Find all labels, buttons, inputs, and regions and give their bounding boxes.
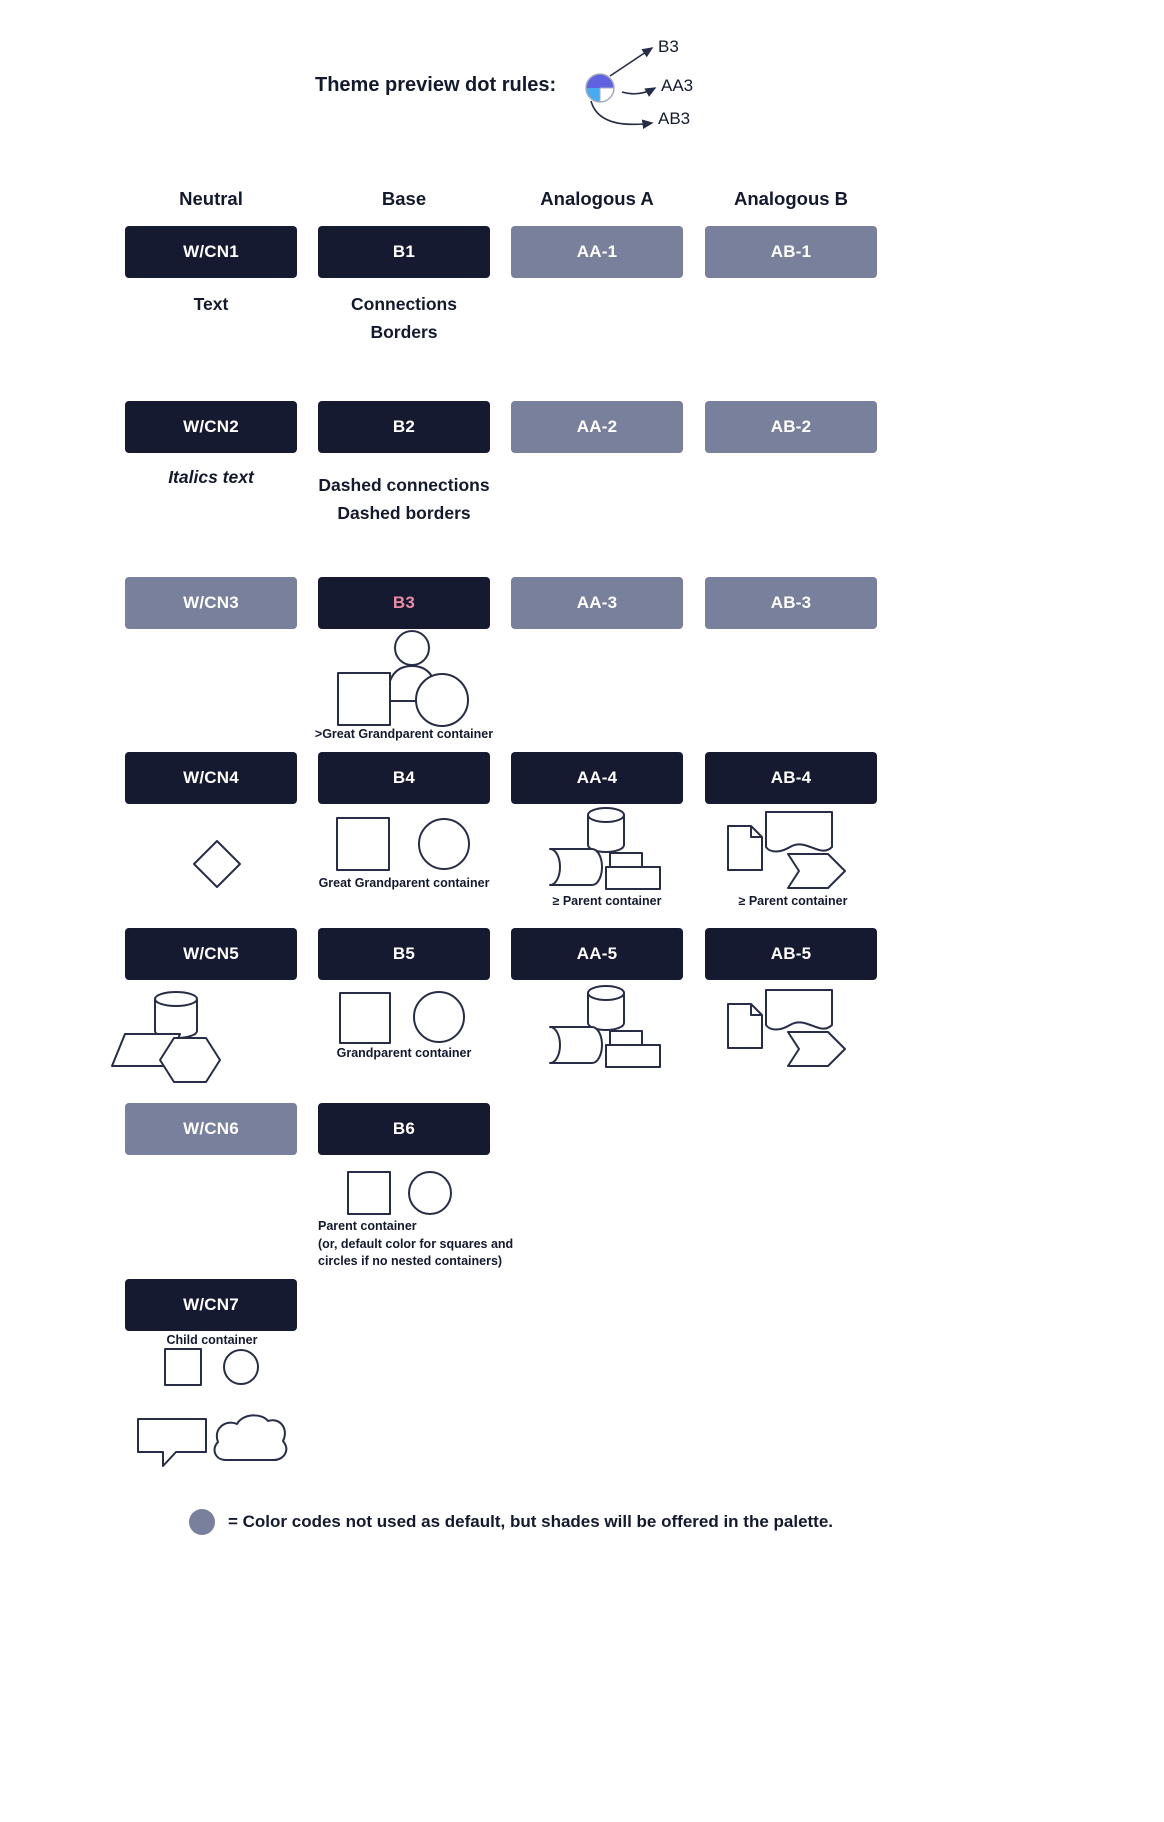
wcn7-shape-group-1	[164, 1348, 259, 1386]
column-header-base: Base	[381, 188, 427, 209]
page-title: Theme preview dot rules:	[315, 74, 557, 96]
cylinder-rim	[587, 992, 625, 1001]
cylinder-shape	[587, 807, 625, 853]
caption-wcn1: Text	[193, 294, 229, 314]
note-fold	[750, 1004, 762, 1016]
column-header-analogous-a: Analogous A	[540, 188, 654, 209]
column-header-analogous-b: Analogous B	[733, 188, 849, 209]
swatch-wcn1: W/CN1	[125, 226, 297, 278]
aa5-shape-group	[549, 985, 661, 1068]
caption-b6-line1: Parent container	[318, 1219, 417, 1233]
caption-b6-line3: circles if no nested containers)	[318, 1254, 503, 1268]
theme-preview-dot-icon	[585, 73, 615, 103]
caption-b3: >Great Grandparent container	[314, 727, 494, 741]
cloud-shape	[213, 1414, 288, 1461]
caption-aa4: ≥ Parent container	[552, 894, 662, 908]
swatch-aa4: AA-4	[511, 752, 683, 804]
swatch-b5: B5	[318, 928, 490, 980]
column-header-neutral: Neutral	[179, 188, 243, 209]
swatch-aa3: AA-3	[511, 577, 683, 629]
cylinder-rim	[587, 814, 625, 823]
stored-data-shape	[549, 1026, 603, 1064]
arrow-label-b3: B3	[658, 37, 679, 56]
b3-shape-group	[337, 630, 469, 727]
swatch-ab3: AB-3	[705, 577, 877, 629]
swatch-wcn6: W/CN6	[125, 1103, 297, 1155]
aa4-shape-group	[549, 807, 661, 890]
legend-text: = Color codes not used as default, but s…	[228, 1512, 834, 1531]
caption-b1-line2: Borders	[370, 322, 438, 342]
swatch-wcn2: W/CN2	[125, 401, 297, 453]
document-shape	[765, 811, 833, 853]
square-shape	[164, 1348, 202, 1386]
caption-wcn7: Child container	[166, 1333, 258, 1347]
cylinder-shape	[154, 991, 198, 1039]
arrow-to-ab3	[590, 100, 654, 130]
b4-shape-group	[336, 817, 470, 871]
circle-shape	[415, 673, 469, 727]
swatch-ab4: AB-4	[705, 752, 877, 804]
caption-b4: Great Grandparent container	[318, 876, 490, 890]
swatch-b4: B4	[318, 752, 490, 804]
caption-b1-line1: Connections	[351, 294, 457, 314]
caption-b2-line2: Dashed borders	[337, 503, 471, 523]
caption-b2-line1: Dashed connections	[318, 475, 490, 495]
square-shape	[337, 672, 391, 726]
swatch-wcn4: W/CN4	[125, 752, 297, 804]
b6-shape-group	[347, 1171, 452, 1215]
circle-shape	[418, 818, 470, 870]
arrow-to-aa3	[621, 87, 657, 97]
diamond-shape	[193, 840, 241, 888]
person-head-shape	[394, 630, 430, 666]
caption-b6-line2: (or, default color for squares and	[318, 1237, 514, 1251]
caption-ab4: ≥ Parent container	[738, 894, 848, 908]
ab4-shape-group	[727, 811, 846, 889]
swatch-ab2: AB-2	[705, 401, 877, 453]
swatch-aa1: AA-1	[511, 226, 683, 278]
arrow-label-ab3: AB3	[658, 109, 691, 128]
swatch-aa2: AA-2	[511, 401, 683, 453]
square-shape	[336, 817, 390, 871]
chevron-shape	[787, 1031, 846, 1067]
wcn7-shape-group-2	[137, 1414, 288, 1467]
note-fold	[750, 826, 762, 838]
cylinder-rim	[154, 998, 198, 1007]
ab5-shape-group	[727, 989, 846, 1067]
note-shape	[727, 1003, 763, 1049]
wcn5-shape-group	[111, 991, 221, 1083]
arrow-to-b3	[609, 47, 654, 77]
square-shape	[339, 992, 391, 1044]
arrow-label-aa3: AA3	[661, 76, 694, 95]
cylinder-shape	[587, 985, 625, 1031]
swatch-wcn5: W/CN5	[125, 928, 297, 980]
caption-b5: Grandparent container	[336, 1046, 472, 1060]
swatch-ab1: AB-1	[705, 226, 877, 278]
square-shape	[347, 1171, 391, 1215]
swatch-b1: B1	[318, 226, 490, 278]
stored-data-shape	[549, 848, 603, 886]
circle-shape	[408, 1171, 452, 1215]
caption-wcn2: Italics text	[168, 467, 254, 487]
circle-shape	[223, 1349, 259, 1385]
swatch-wcn7: W/CN7	[125, 1279, 297, 1331]
hexagon-shape	[159, 1037, 221, 1083]
swatch-b6: B6	[318, 1103, 490, 1155]
large-rect-shape	[605, 1044, 661, 1068]
swatch-aa5: AA-5	[511, 928, 683, 980]
document-shape	[765, 989, 833, 1031]
swatch-ab5: AB-5	[705, 928, 877, 980]
speech-bubble-shape	[137, 1418, 207, 1467]
swatch-b3: B3	[318, 577, 490, 629]
swatch-b2: B2	[318, 401, 490, 453]
swatch-wcn3: W/CN3	[125, 577, 297, 629]
b5-shape-group	[339, 991, 465, 1044]
dot-rule-arrows	[590, 47, 657, 130]
large-rect-shape	[605, 866, 661, 890]
wcn4-shape-group	[193, 840, 241, 888]
legend-dot-icon	[189, 1509, 215, 1535]
circle-shape	[413, 991, 465, 1043]
note-shape	[727, 825, 763, 871]
chevron-shape	[787, 853, 846, 889]
